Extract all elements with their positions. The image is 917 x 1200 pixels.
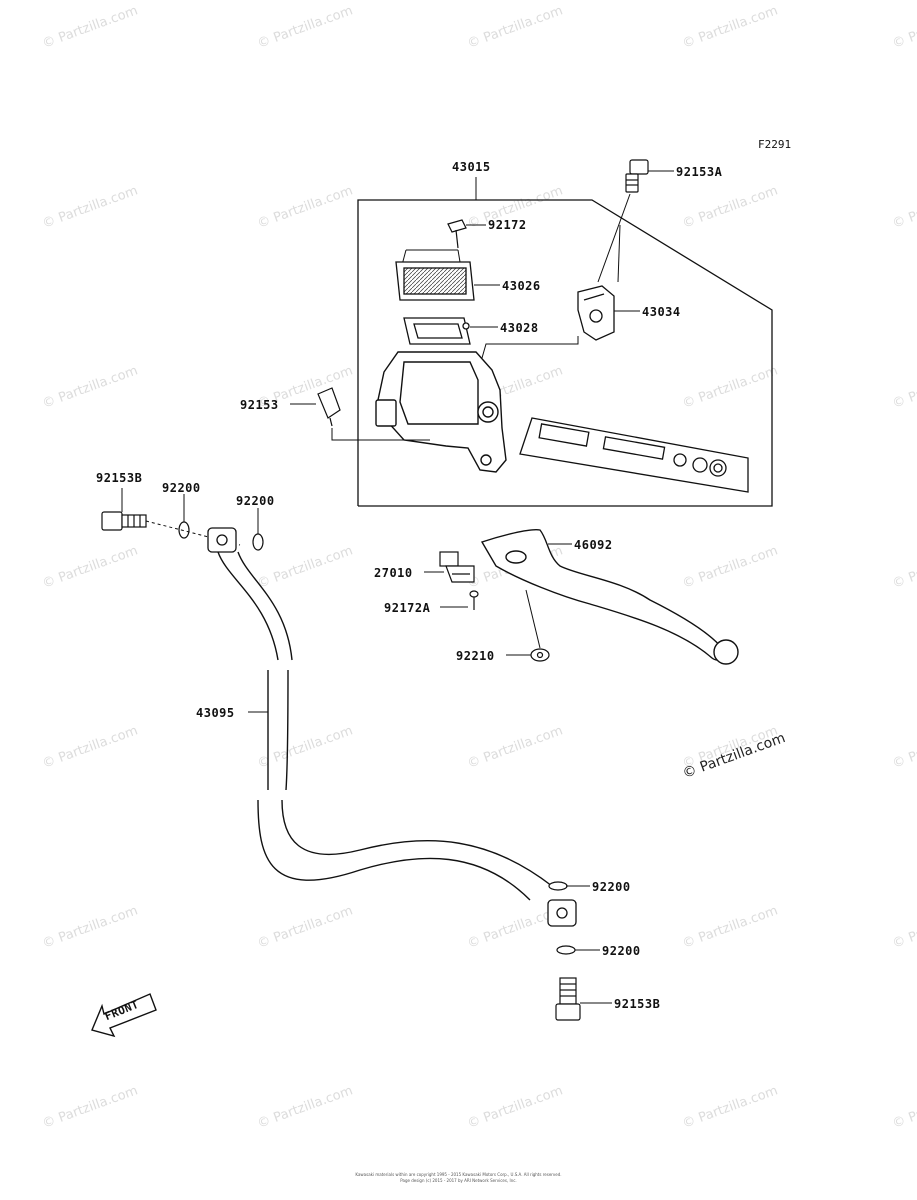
credit-line-2: Page design (c) 2015 - 2017 by ARI Netwo… — [400, 1178, 517, 1183]
piston-kit — [519, 417, 749, 493]
part-label-92172A[interactable]: 92172A — [384, 601, 431, 615]
banjo-bolt-92153B-top — [101, 511, 147, 531]
washer-92200-b — [252, 533, 264, 551]
leader-92153A-3 — [617, 224, 621, 283]
nut-92210 — [530, 648, 550, 662]
part-label-43034[interactable]: 43034 — [642, 305, 681, 319]
part-label-92153A[interactable]: 92153A — [676, 165, 723, 179]
assembly-box — [357, 199, 773, 507]
part-label-43028[interactable]: 43028 — [500, 321, 539, 335]
part-label-92200-b[interactable]: 92200 — [236, 494, 275, 508]
switch-27010 — [439, 551, 475, 583]
screw-92172A — [469, 590, 479, 610]
clutch-lever-46092 — [480, 528, 739, 665]
clutch-hose-43095 — [217, 551, 553, 901]
part-label-92153B-bottom[interactable]: 92153B — [614, 997, 661, 1011]
part-label-43026[interactable]: 43026 — [502, 279, 541, 293]
part-label-92200-d[interactable]: 92200 — [602, 944, 641, 958]
front-arrow-icon — [91, 993, 157, 1038]
part-label-92200-a[interactable]: 92200 — [162, 481, 201, 495]
part-label-92153[interactable]: 92153 — [240, 398, 279, 412]
banjo-bolt-92153B-bottom — [555, 977, 581, 1021]
part-label-92200-c[interactable]: 92200 — [592, 880, 631, 894]
washer-92200-a — [178, 521, 190, 539]
washer-92200-d — [556, 945, 576, 955]
bleeder-92153 — [317, 387, 341, 427]
hose-fitting-bottom — [547, 899, 577, 927]
part-label-46092[interactable]: 46092 — [574, 538, 613, 552]
reservoir-cap-43026 — [395, 261, 475, 301]
washer-92200-c — [548, 881, 568, 891]
credit-line-1: Kawasaki materials within are copyright … — [355, 1172, 562, 1177]
part-label-43095[interactable]: 43095 — [196, 706, 235, 720]
hose-fitting-top — [207, 527, 237, 553]
part-label-92153B-top[interactable]: 92153B — [96, 471, 143, 485]
figure-code: F2291 — [758, 138, 792, 151]
part-label-27010[interactable]: 27010 — [374, 566, 413, 580]
part-label-92210[interactable]: 92210 — [456, 649, 495, 663]
clamp-43034 — [577, 285, 615, 341]
screw-92172 — [447, 219, 467, 249]
bleeder-screw-92153A — [625, 159, 649, 193]
part-label-92172[interactable]: 92172 — [488, 218, 527, 232]
leader-92153A-2 — [597, 193, 631, 283]
plate-43028 — [403, 317, 471, 345]
part-label-43015[interactable]: 43015 — [452, 160, 491, 174]
master-cylinder-body — [375, 351, 507, 473]
